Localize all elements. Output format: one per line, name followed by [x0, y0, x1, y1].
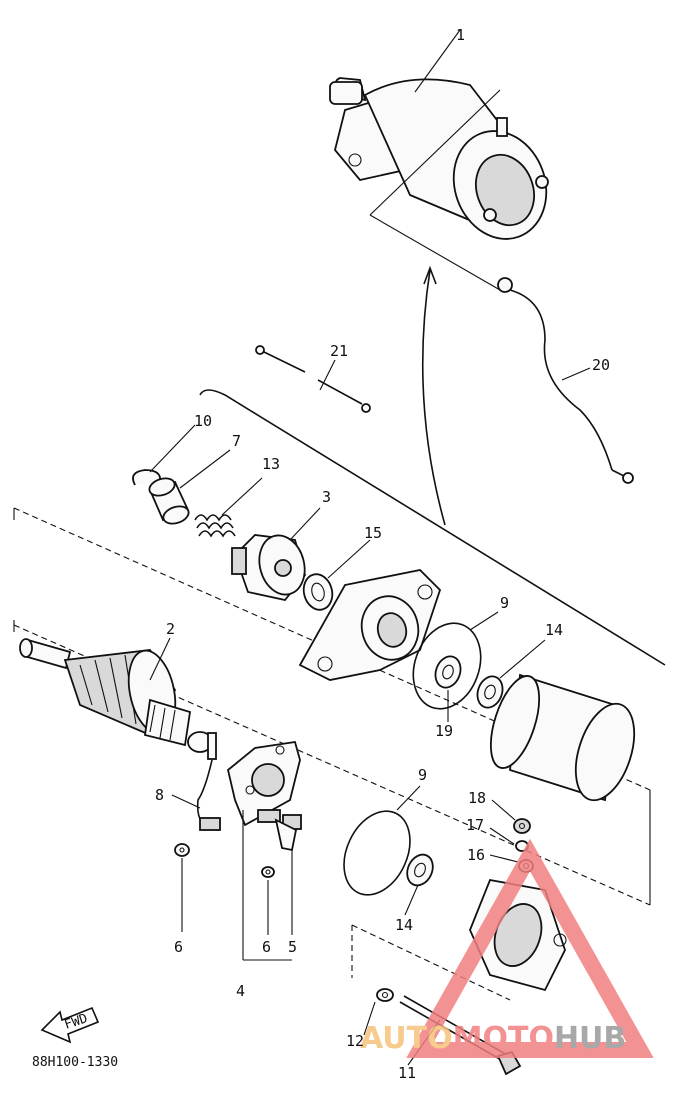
part-labels: 1 21 20 10 7 13 3 15 9 14 2 19 8 18 17 1…: [32, 26, 610, 1082]
leader-15: [327, 539, 371, 579]
o-ring-upper: [412, 622, 482, 710]
nut-right: [261, 866, 275, 878]
armature: [19, 638, 213, 753]
washer: [302, 573, 334, 611]
label-14-upper: 14: [545, 621, 563, 639]
leader-10: [149, 424, 196, 473]
drawing-code: 88H100-1330: [32, 1055, 118, 1070]
leader-9-lower: [396, 785, 421, 811]
label-16: 16: [467, 846, 485, 864]
circlip: [132, 469, 162, 486]
label-10: 10: [194, 412, 212, 430]
brush-holder: [257, 809, 302, 852]
lead-wire: [497, 277, 634, 484]
brush-lead: [196, 732, 221, 831]
label-4: 4: [236, 982, 245, 1000]
label-18: 18: [468, 789, 486, 807]
leader-7: [179, 449, 231, 489]
shim-upper: [476, 675, 504, 709]
label-7: 7: [232, 432, 241, 450]
collar: [148, 477, 190, 525]
spring: [194, 514, 236, 538]
shim-lower: [406, 853, 434, 887]
leader-17: [489, 827, 515, 845]
frame-line-dash-upper: [13, 507, 651, 791]
label-8: 8: [155, 786, 164, 804]
leader-18: [491, 799, 516, 821]
watermark-auto: AUTO: [360, 1021, 453, 1056]
pinion-clutch: [231, 534, 306, 601]
nut-18: [513, 818, 531, 834]
label-6-left: 6: [174, 938, 183, 956]
fwd-arrow-icon: FWD: [40, 1006, 100, 1044]
leader-21: [319, 359, 336, 391]
leader-1-top: [414, 29, 461, 93]
leader-14-upper: [499, 639, 546, 679]
label-9-lower: 9: [418, 766, 427, 784]
arrowhead: [423, 265, 437, 285]
label-2: 2: [166, 620, 175, 638]
label-21: 21: [330, 342, 348, 360]
label-17: 17: [466, 816, 484, 834]
leader-8: [171, 794, 201, 809]
watermark-triangle: [406, 838, 654, 1058]
label-5: 5: [288, 938, 297, 956]
leader-16: [489, 854, 519, 863]
frame-line-top: [199, 389, 666, 666]
label-14-lower: 14: [395, 916, 413, 934]
yoke: [489, 673, 636, 802]
label-15: 15: [364, 524, 382, 542]
label-3: 3: [322, 488, 331, 506]
leader-12: [363, 1001, 376, 1036]
leader-9-upper: [469, 611, 499, 631]
leader-3: [289, 507, 321, 541]
front-cover: [298, 569, 442, 681]
washer-19: [434, 655, 462, 689]
label-1: 1: [456, 26, 465, 44]
starter-motor-assembly: [329, 77, 549, 240]
washer-12: [376, 988, 394, 1002]
through-bolts: [255, 345, 371, 413]
nut-left: [174, 843, 190, 857]
leader-14-lower: [404, 884, 419, 916]
label-20: 20: [592, 356, 610, 374]
leader-20: [561, 367, 591, 381]
leader-4: [242, 810, 292, 961]
label-6-right: 6: [262, 938, 271, 956]
outline-bracket: [369, 214, 501, 291]
watermark-moto: MOTO: [453, 1021, 554, 1056]
label-19: 19: [435, 722, 453, 740]
fwd-label: FWD: [63, 1011, 90, 1033]
label-9-upper: 9: [500, 594, 509, 612]
leader-1: [369, 89, 501, 216]
bolt-bracket: [351, 924, 511, 1001]
o-ring-lower: [343, 810, 411, 896]
leader-13: [221, 477, 263, 516]
leader-2: [149, 637, 171, 681]
assembly-arrow: [421, 269, 446, 526]
watermark-hub: HUB: [554, 1021, 626, 1056]
svg-text:AUTOMOTOHUB: AUTOMOTOHUB: [360, 1021, 626, 1056]
watermark: AUTOMOTOHUB: [360, 838, 654, 1058]
brush-plate: [226, 740, 301, 827]
label-11: 11: [398, 1064, 416, 1082]
label-13: 13: [262, 455, 280, 473]
label-12: 12: [346, 1032, 364, 1050]
